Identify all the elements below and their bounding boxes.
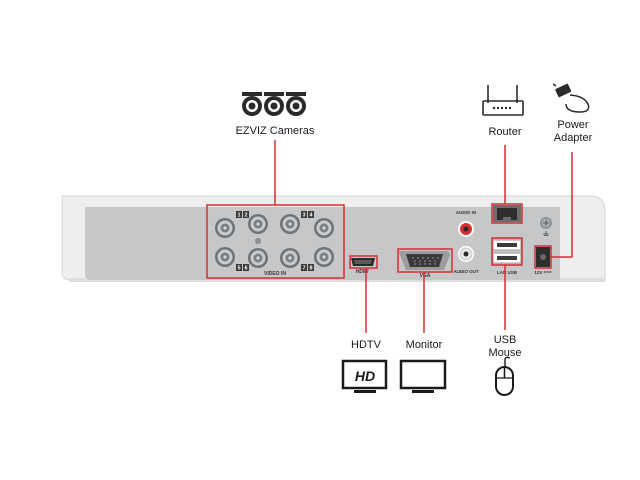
bnc-connector: [280, 214, 300, 234]
video-in-label: VIDEO IN: [264, 271, 286, 277]
audio-out-label: AUDIO OUT: [453, 269, 479, 274]
power-adapter-icon: [552, 83, 590, 113]
bnc-connector: [215, 218, 235, 238]
ground-icon: [543, 231, 549, 236]
power-adapter-label-line1: Power: [557, 119, 589, 131]
rear-panel: [85, 207, 560, 280]
vga-label: VGA: [420, 273, 431, 279]
video-in-connectors: [215, 214, 334, 268]
channel-label-3: 3: [302, 213, 305, 219]
hdtv-label: HDTV: [351, 339, 381, 351]
power-adapter-label: Power Adapter: [542, 119, 604, 145]
power-connector-line: [551, 152, 573, 258]
camera-icon: [242, 92, 262, 116]
camera-icon: [264, 92, 284, 116]
channel-label-6: 6: [244, 266, 247, 272]
bnc-connector: [314, 218, 334, 238]
cameras-connector-line: [206, 140, 345, 279]
channel-label-2: 2: [244, 213, 247, 219]
hdtv-icon: HD: [341, 359, 388, 393]
bnc-connector: [248, 248, 268, 268]
cameras-label: EZVIZ Cameras: [235, 125, 315, 137]
lan-usb-label: LAN USB: [497, 270, 518, 275]
usb-mouse-label-line1: USB: [493, 334, 517, 346]
vga-port: [399, 251, 450, 270]
bnc-connector: [248, 214, 268, 234]
power-port: [536, 247, 550, 267]
ground-screw: [540, 217, 552, 229]
bnc-connector: [314, 247, 334, 267]
usb-highlight: [491, 237, 523, 266]
audio-in-port: [458, 221, 474, 237]
power-12v-label: 12V ===: [534, 270, 552, 275]
channel-label-8: 8: [309, 266, 312, 272]
audio-in-label: AUDIO IN: [456, 210, 476, 215]
monitor-label: Monitor: [405, 339, 443, 351]
ezviz-cameras-icon: [242, 92, 306, 116]
hdmi-label: HDMI: [356, 269, 369, 275]
channel-label-5: 5: [237, 266, 240, 272]
power-adapter-label-line2: Adapter: [553, 132, 593, 144]
channel-tags: 1 2 3 4 5 6 7 8: [236, 211, 314, 272]
hdtv-icon-text: HD: [355, 368, 375, 384]
channel-label-4: 4: [309, 213, 313, 219]
monitor-icon: [399, 359, 447, 393]
bnc-connector: [215, 247, 235, 267]
mouse-icon: [495, 356, 514, 396]
hdmi-port: [351, 258, 375, 266]
channel-label-7: 7: [302, 266, 305, 272]
lan-highlight: [491, 203, 523, 224]
connector-lines: [365, 145, 573, 333]
camera-icon: [286, 92, 306, 116]
lan-port: [493, 205, 521, 222]
usb-mouse-label-line2: Mouse: [488, 347, 522, 359]
usb-port: [492, 239, 522, 251]
usb-mouse-label: USB Mouse: [475, 334, 535, 360]
router-icon: [482, 85, 524, 116]
hdmi-highlight: [349, 255, 378, 269]
audio-out-port: [458, 246, 474, 262]
router-label: Router: [488, 126, 522, 138]
channel-label-1: 1: [237, 213, 240, 219]
bnc-connector: [280, 248, 300, 268]
usb-port: [492, 252, 522, 264]
vga-highlight: [397, 248, 453, 273]
